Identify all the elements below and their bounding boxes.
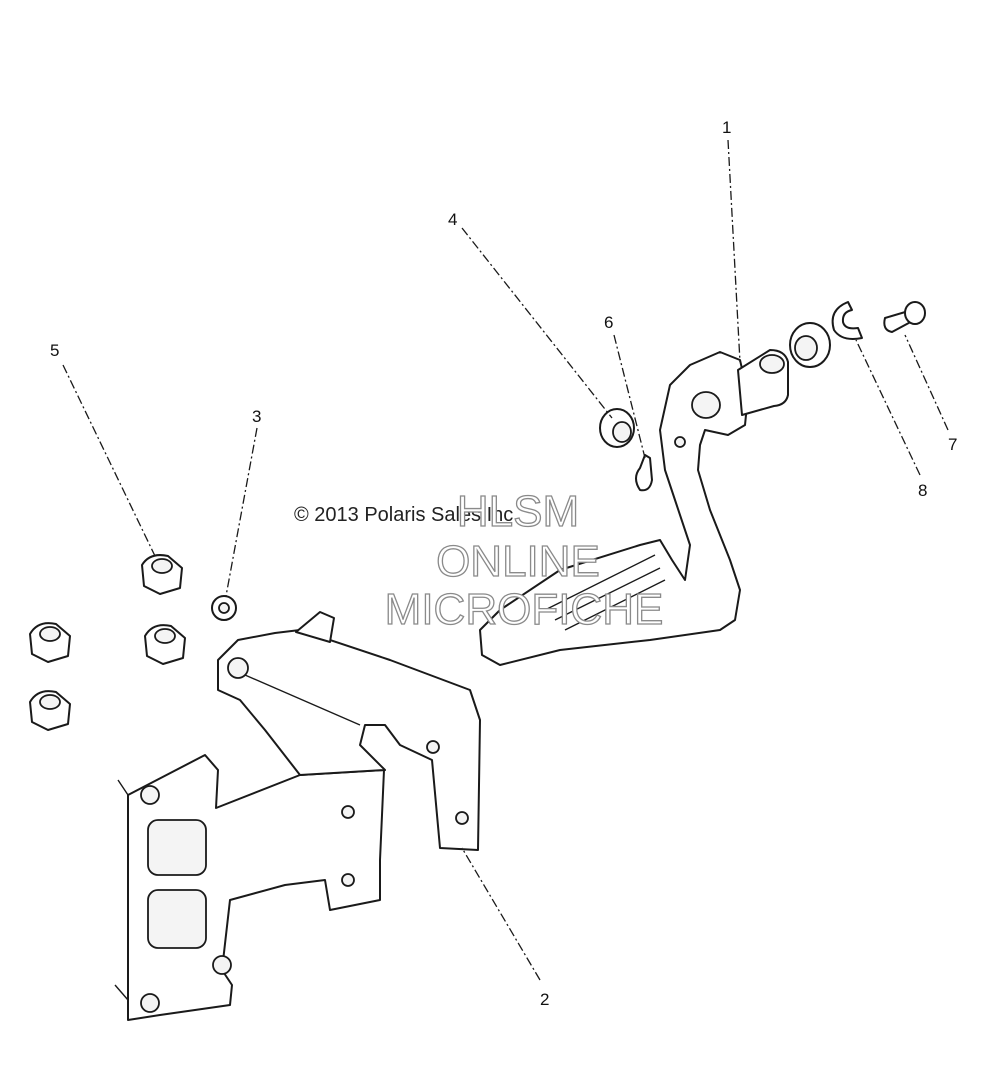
leader-5 <box>62 364 156 557</box>
callout-7: 7 <box>948 435 957 454</box>
callout-2: 2 <box>540 990 549 1009</box>
leader-6 <box>613 334 646 459</box>
callouts: 1 2 3 4 5 6 7 8 <box>50 118 957 1009</box>
leader-7 <box>904 334 949 431</box>
brake-pedal <box>479 349 789 666</box>
copyright-text: © 2013 Polaris Sales Inc. <box>294 504 519 526</box>
leader-2 <box>461 847 541 981</box>
leader-3 <box>225 427 258 597</box>
leader-lines <box>62 139 949 981</box>
nut-5-d <box>29 690 71 731</box>
watermark: HLSM ONLINE MICROFICHE <box>384 486 664 634</box>
clip-6 <box>635 454 653 492</box>
watermark-line-3: MICROFICHE <box>385 585 664 634</box>
watermark-line-2: ONLINE <box>436 537 600 586</box>
leader-4 <box>461 227 613 419</box>
leader-1 <box>727 139 741 363</box>
nut-5-c <box>144 624 186 665</box>
callout-3: 3 <box>252 407 261 426</box>
nut-5-a <box>141 554 183 595</box>
nut-5-b <box>29 622 71 663</box>
mounting-bracket <box>114 611 481 1021</box>
callout-4: 4 <box>448 210 457 229</box>
bushing-4 <box>599 408 635 448</box>
washer-3 <box>211 595 237 621</box>
leader-8 <box>855 339 921 476</box>
callout-5: 5 <box>50 341 59 360</box>
pivot-bushing <box>789 322 831 368</box>
watermark-line-1: HLSM <box>457 487 579 536</box>
callout-6: 6 <box>604 313 613 332</box>
e-clip-8 <box>831 301 863 340</box>
callout-8: 8 <box>918 481 927 500</box>
pin-7 <box>883 301 926 333</box>
callout-1: 1 <box>722 118 731 137</box>
